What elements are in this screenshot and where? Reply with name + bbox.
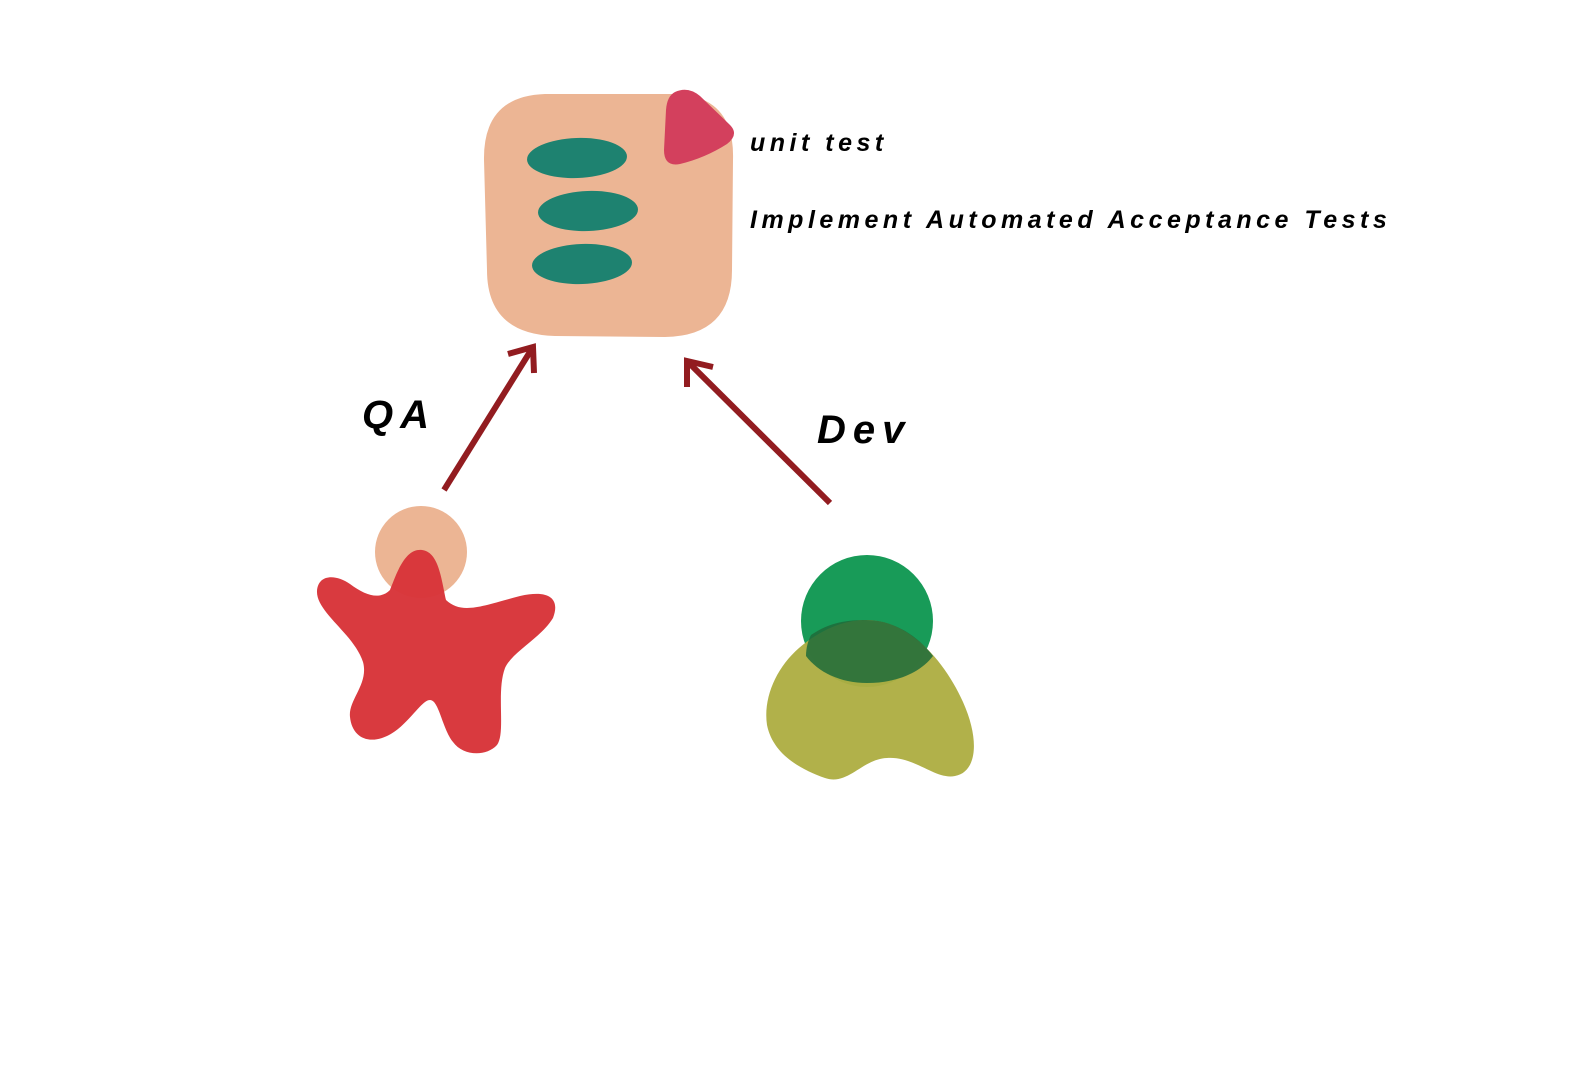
qa-label: QA <box>362 393 436 437</box>
task-line-2 <box>538 190 638 232</box>
unit-test-label: unit test <box>750 129 888 157</box>
dev-person-overlap <box>806 620 933 683</box>
task-line-3 <box>532 243 632 285</box>
dev-arrow <box>684 357 833 506</box>
qa-person-icon <box>316 506 556 754</box>
dev-person-icon <box>766 555 974 780</box>
task-line-1 <box>527 137 627 179</box>
qa-person-body <box>316 549 556 754</box>
task-card-icon <box>483 89 735 337</box>
qa-arrow <box>441 343 537 492</box>
acceptance-tests-label: Implement Automated Acceptance Tests <box>750 206 1392 234</box>
dev-label: Dev <box>817 408 912 452</box>
task-flag-icon <box>664 89 735 165</box>
